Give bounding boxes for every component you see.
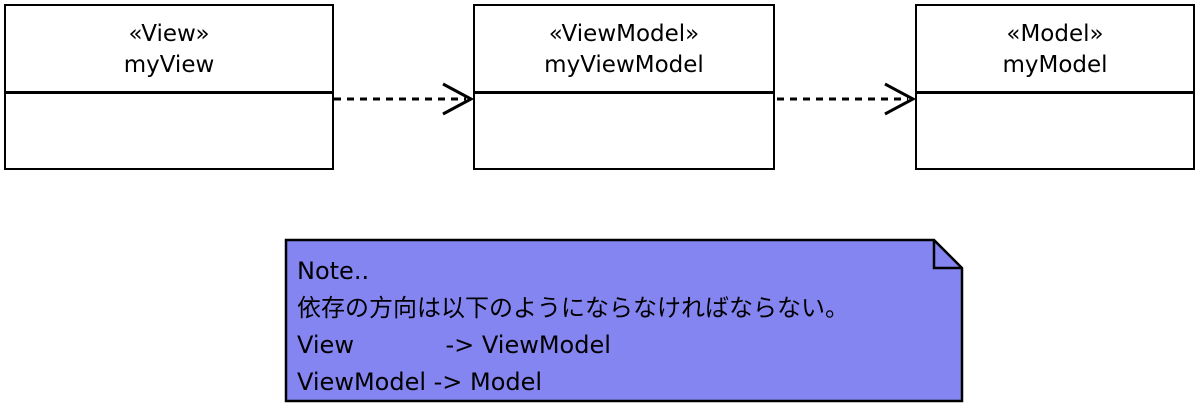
arrowhead-view-to-viewmodel — [442, 82, 475, 116]
note-line-japanese: 依存の方向は以下のようにならなければならない。 — [297, 294, 849, 322]
class-stereotype-model: «Model» — [1006, 21, 1104, 47]
class-name-mymodel: myModel — [1002, 52, 1108, 78]
class-box-myview: «View» myView — [4, 4, 334, 170]
class-body-compartment-mymodel — [917, 94, 1193, 168]
class-stereotype-view: «View» — [128, 21, 210, 47]
arrowhead-viewmodel-to-model — [884, 82, 917, 116]
class-body-compartment-myview — [6, 94, 332, 168]
note-line-viewmodel-dependency: ViewModel -> Model — [297, 368, 543, 396]
class-stereotype-viewmodel: «ViewModel» — [548, 21, 700, 47]
note-shape — [284, 238, 964, 403]
class-name-myview: myView — [123, 52, 215, 78]
note-fold-icon — [932, 240, 962, 270]
note-line-view-dependency: View -> ViewModel — [297, 331, 611, 359]
class-header-myviewmodel: «ViewModel» myViewModel — [475, 6, 773, 94]
class-header-mymodel: «Model» myModel — [917, 6, 1193, 94]
note-line-title: Note.. — [297, 257, 370, 285]
class-name-myviewmodel: myViewModel — [544, 52, 704, 78]
class-header-myview: «View» myView — [6, 6, 332, 94]
class-body-compartment-myviewmodel — [475, 94, 773, 168]
note: Note.. 依存の方向は以下のようにならなければならない。 View -> V… — [286, 240, 962, 401]
class-box-myviewmodel: «ViewModel» myViewModel — [473, 4, 775, 170]
class-box-mymodel: «Model» myModel — [915, 4, 1195, 170]
